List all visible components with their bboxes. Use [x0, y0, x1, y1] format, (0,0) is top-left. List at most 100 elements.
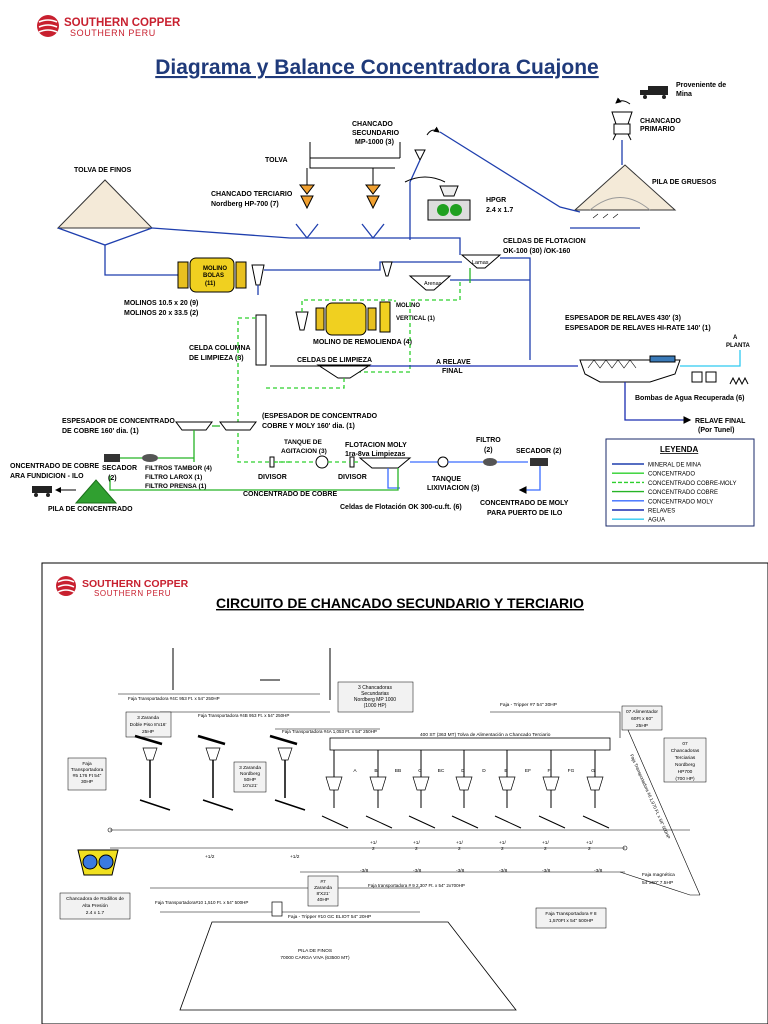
label-concentrado-moly-2: PARA PUERTO DE ILO — [487, 510, 563, 517]
chute-letter-label: B — [374, 768, 377, 774]
label-bombas: Bombas de Agua Recuperada (6) — [635, 395, 744, 402]
size-plus-half-label: 2 — [588, 846, 591, 852]
label-zaranda-dp-3: 25HP — [142, 729, 154, 735]
label-secador-cobre: SECADOR — [102, 465, 137, 472]
screen-icon — [134, 734, 163, 746]
label-rodillos-3: 2.4 x 1.7 — [86, 910, 105, 916]
label-tanque-agitacion-2: AGITACION (3) — [281, 448, 327, 455]
chute-letter-label: BB — [395, 768, 401, 774]
label-tripper-10: Faja - Tripper #10 GC ELIOT 54" 20HP — [288, 914, 371, 920]
chute-letter-label: D — [482, 768, 486, 774]
label-rodillos-2: Alta Presión — [82, 903, 108, 909]
secondary-crusher-cone-icon — [277, 747, 293, 761]
southern-copper-logo-icon — [37, 15, 59, 37]
label-rodillos-1: Chancadora de Rodillos de — [66, 896, 124, 902]
label-pila-gruesos: PILA DE GRUESOS — [652, 179, 717, 186]
legend-item-label: CONCENTRADO — [648, 472, 695, 478]
label-espesador-cobre-2: DE COBRE 160' dia. (1) — [62, 428, 139, 435]
label-chancadoras-sec-2: Secundarias — [361, 691, 389, 697]
logo-subsidiary: SOUTHERN PERU — [70, 28, 156, 38]
cleaning-cell-icon — [316, 364, 372, 379]
tertiary-crusher-feed-icon — [365, 750, 393, 829]
label-faja8-2: 1,570Ft x 54" 500HP — [549, 918, 593, 924]
logo-company: SOUTHERN COPPER — [64, 17, 181, 29]
chute-letter-label: D — [461, 768, 465, 774]
moly-flotation-icon — [358, 457, 412, 469]
label-tanque: TANQUE — [432, 476, 461, 483]
size-plus-half-label: 2 — [501, 846, 504, 852]
size-plus-half-label: +1/ — [370, 840, 377, 846]
label-secador-cobre-2: (2) — [108, 475, 117, 482]
label-faja5-2: Transportadora — [71, 767, 104, 773]
label-pila-finos: PILA DE FINOS — [298, 948, 332, 954]
label-faja-magnetica-2: 54"x60" 7.5HP — [642, 880, 673, 886]
label-molino-vertical-2: VERTICAL (1) — [396, 316, 435, 322]
size-minus-label: -3/8 — [499, 868, 508, 874]
label-proveniente: Proveniente de — [676, 82, 726, 89]
label-filtro-larox: FILTRO LAROX (1) — [145, 474, 202, 481]
label-chanc-terc-3: Terciarias — [675, 755, 696, 761]
label-lixiviacion: LIXIVIACION (3) — [427, 485, 480, 492]
chute-letter-label: A — [353, 768, 357, 774]
size-plus-half-label: +1/ — [542, 840, 549, 846]
label-zaranda-7-3: 8'X21' — [316, 891, 329, 897]
callout-zaranda-doble — [125, 711, 172, 738]
bottom-title: CIRCUITO DE CHANCADO SECUNDARIO Y TERCIA… — [216, 595, 584, 611]
label-relave-final: RELAVE FINAL — [695, 418, 746, 425]
label-molino-vertical: MOLINO — [396, 303, 420, 309]
regrind-cyclone-icon — [295, 311, 309, 331]
label-concentrado-moly: CONCENTRADO DE MOLY — [480, 500, 569, 507]
chute-letter-label: EF — [525, 768, 531, 774]
label-alimentador-3: 25HP — [636, 723, 648, 729]
tertiary-crusher-cone-icon — [455, 776, 473, 791]
leach-tank-icon — [437, 456, 449, 468]
label-chanc-terc-5: HP700 — [678, 769, 693, 775]
label-hpgr: HPGR — [486, 197, 506, 204]
size-plus-half-label: 2 — [372, 846, 375, 852]
label-celdas-flotacion-2: OK-100 (30) /OK-160 — [503, 248, 570, 255]
size-plus-half-label: 2 — [458, 846, 461, 852]
callout-rodillos — [59, 892, 131, 920]
callout-zaranda-nordberg — [233, 761, 267, 793]
label-a-relave: A RELAVE — [436, 359, 471, 366]
vertical-mill-icon — [379, 301, 391, 333]
hydrocyclone-icon — [251, 264, 265, 286]
secondary-crusher-cone-icon — [205, 747, 221, 761]
label-zaranda-n-2: Nordberg — [240, 771, 260, 777]
label-faja-4c: Faja Transportadora #4C 953 Ft. x 54" 25… — [128, 696, 220, 701]
label-alimentador-2: 60Ft x 60" — [631, 716, 653, 722]
label-molino-bolas-2: BOLAS — [203, 273, 224, 279]
flotation-cell-arenas-icon — [408, 275, 452, 291]
tailings-thickener-icon — [579, 355, 681, 383]
label-faja-9: Faja transportadora # 9 2,307 Ft. x 54" … — [368, 883, 465, 888]
tertiary-crusher-feed-icon — [582, 750, 610, 829]
label-faja5-3: #5 176 Ft 54" — [73, 773, 102, 779]
label-zaranda-7-4: 40HP — [317, 897, 329, 903]
label-faja-4a: Faja Transportadora #4A 1,053 Ft. x 54" … — [282, 729, 377, 734]
agitation-tank-icon — [315, 455, 329, 469]
label-lamas: Lamas — [472, 260, 489, 266]
size-minus-label: -3/8 — [413, 868, 422, 874]
coarse-ore-pile-icon — [573, 164, 677, 219]
ball-mill-icon — [177, 257, 247, 293]
legend-item-label: MINERAL DE MINA — [648, 463, 701, 469]
moly-filter-icon — [483, 458, 497, 466]
label-divisor-1: DIVISOR — [258, 474, 287, 481]
label-chanc-terc-1: 07 — [682, 741, 688, 747]
label-celdas-limpieza: CELDAS DE LIMPIEZA — [297, 357, 372, 364]
column-cell-icon — [255, 314, 267, 366]
label-chancado-secundario-2: SECUNDARIO — [352, 130, 400, 137]
size-plus-half-label: 2 — [415, 846, 418, 852]
train-icon — [32, 486, 52, 497]
label-celdas-ok300: Celdas de Flotación OK 300-cu.ft. (6) — [340, 504, 462, 511]
page-title: Diagrama y Balance Concentradora Cuajone — [155, 56, 598, 79]
screen-icon — [269, 734, 298, 746]
size-minus-label: -3/8 — [542, 868, 551, 874]
size-minus-label: -3/8 — [594, 868, 603, 874]
fines-stockpile-icon — [179, 921, 517, 1011]
logo-company-2: SOUTHERN COPPER — [82, 578, 189, 590]
primary-crusher-icon — [611, 111, 633, 141]
water-pump-icon — [691, 371, 749, 386]
label-celda-columna-2: DE LIMPIEZA (8) — [189, 355, 244, 362]
